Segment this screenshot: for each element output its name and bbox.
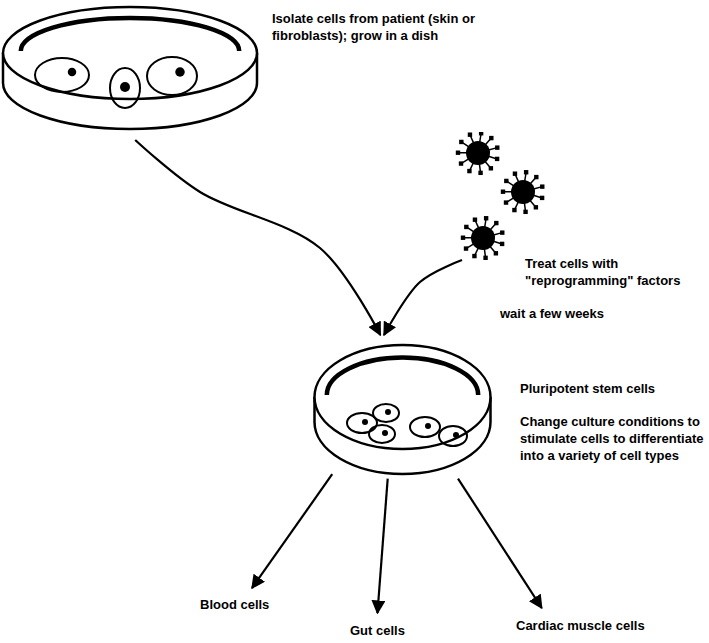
cell-type-label: Blood cells bbox=[200, 596, 269, 613]
virus-group: Treat cells with "reprogramming" factors bbox=[450, 132, 709, 307]
cell-nucleus bbox=[175, 67, 185, 77]
cell bbox=[110, 68, 140, 108]
dish-rim bbox=[3, 7, 257, 99]
culture-dish: Isolate cells from patient (skin or fibr… bbox=[0, 0, 530, 140]
step-caption: Isolate cells from patient (skin or fibr… bbox=[272, 0, 522, 44]
spike-tip bbox=[513, 171, 517, 175]
process-arrow bbox=[384, 260, 462, 335]
cell bbox=[410, 417, 440, 437]
petri-dish bbox=[3, 7, 257, 129]
process-arrow bbox=[135, 140, 380, 335]
culture-dish: Pluripotent stem cellsChange culture con… bbox=[310, 335, 709, 535]
spike-tip bbox=[504, 179, 508, 183]
spike-tip bbox=[534, 205, 538, 209]
virus-particle bbox=[501, 170, 545, 214]
spike-tip bbox=[500, 242, 504, 246]
cell-nucleus bbox=[385, 409, 391, 415]
cell-type-label: Gut cells bbox=[350, 622, 405, 639]
spike-tip bbox=[459, 161, 463, 165]
cell bbox=[147, 57, 197, 95]
spike-tip bbox=[479, 132, 483, 135]
step-caption: Treat cells with "reprogramming" factors bbox=[525, 132, 703, 289]
spike-tip bbox=[524, 170, 528, 174]
spike-tip bbox=[484, 216, 488, 220]
step-caption: Pluripotent stem cells bbox=[520, 335, 705, 397]
spike-tip bbox=[467, 169, 471, 173]
step-note: Change culture conditions to stimulate c… bbox=[520, 397, 705, 464]
virus-illustration bbox=[450, 132, 550, 260]
spike-tip bbox=[473, 217, 477, 221]
cell-type-name: Blood cells bbox=[200, 596, 269, 613]
spike-tip bbox=[495, 157, 499, 161]
dish-inner-rim bbox=[327, 358, 478, 395]
spike-tip bbox=[540, 196, 544, 200]
cell bbox=[373, 404, 399, 422]
cell-nucleus bbox=[68, 68, 77, 77]
process-arrow bbox=[377, 479, 387, 613]
virus-capsid bbox=[466, 141, 490, 165]
virus-capsid bbox=[471, 226, 495, 250]
spike-tip bbox=[472, 254, 476, 258]
petri-dish bbox=[315, 345, 491, 474]
spike-tip bbox=[461, 236, 465, 240]
spike-tip bbox=[504, 200, 508, 204]
cell-nucleus bbox=[425, 423, 431, 429]
note-holder: wait a few weeks bbox=[500, 305, 604, 322]
cell-nucleus bbox=[453, 432, 459, 438]
process-arrow bbox=[458, 479, 542, 608]
spike-tip bbox=[489, 166, 493, 170]
cell-type-name: Cardiac muscle cells bbox=[516, 617, 645, 634]
cell-type-name: Gut cells bbox=[350, 622, 405, 639]
virus-particle bbox=[461, 216, 505, 260]
spike-tip bbox=[501, 190, 505, 194]
dish-inner-rim bbox=[21, 18, 239, 51]
spike-tip bbox=[489, 136, 493, 140]
virus-capsid bbox=[511, 180, 535, 204]
spike-tip bbox=[464, 225, 468, 229]
spike-tip bbox=[534, 175, 538, 179]
spike-tip bbox=[478, 171, 482, 175]
cell-nucleus bbox=[362, 419, 368, 425]
cell-type-label: Cardiac muscle cells bbox=[516, 617, 645, 634]
process-note: wait a few weeks bbox=[500, 305, 604, 322]
cell-nucleus bbox=[382, 430, 388, 436]
cell bbox=[35, 58, 89, 92]
virus-particle bbox=[456, 132, 500, 175]
spike-tip bbox=[512, 208, 516, 212]
spike-tip bbox=[464, 246, 468, 250]
spike-tip bbox=[483, 256, 487, 260]
dish-rim bbox=[315, 345, 491, 449]
cell bbox=[347, 413, 377, 433]
spike-tip bbox=[523, 210, 527, 214]
spike-tip bbox=[500, 230, 504, 234]
cell bbox=[369, 425, 395, 443]
cell bbox=[439, 426, 467, 446]
dish-illustration bbox=[310, 335, 495, 480]
spike-tip bbox=[494, 221, 498, 225]
cell-nucleus bbox=[120, 82, 130, 92]
spike-tip bbox=[456, 151, 460, 155]
dish-illustration bbox=[0, 0, 260, 140]
spike-tip bbox=[540, 184, 544, 188]
spike-tip bbox=[495, 145, 499, 149]
process-arrow bbox=[252, 474, 332, 588]
spike-tip bbox=[468, 132, 472, 136]
spike-tip bbox=[459, 140, 463, 144]
spike-tip bbox=[494, 251, 498, 255]
